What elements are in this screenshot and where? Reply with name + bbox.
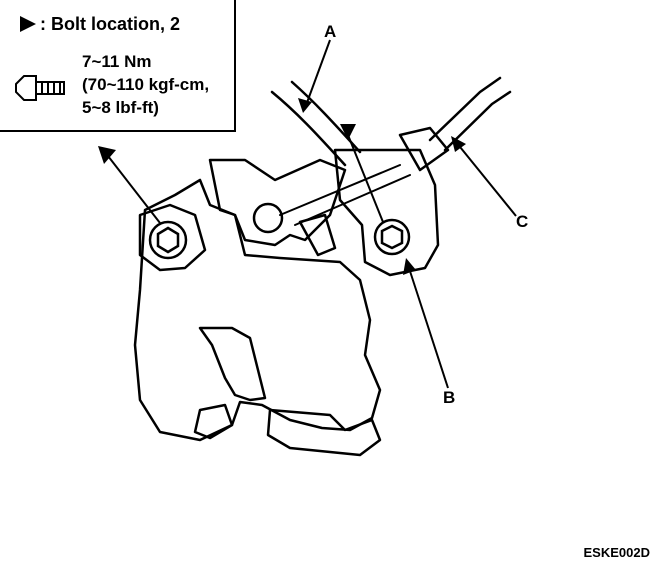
cable-a	[270, 90, 347, 167]
figure-code: ESKE002D	[583, 545, 650, 560]
torque-lbf: 5~8 lbf-ft)	[82, 98, 159, 117]
bolt-location-text: : Bolt location, 2	[40, 14, 181, 34]
latch-bottom-tab	[266, 408, 382, 457]
cable-c	[428, 76, 502, 142]
bolt-right-icon	[373, 218, 411, 256]
cable-a-edge	[290, 80, 362, 154]
leader-c	[455, 141, 517, 217]
latch-pivot	[252, 202, 284, 234]
linkage-rod-2	[294, 174, 411, 226]
triangle-marker-icon	[20, 16, 36, 32]
cable-c-edge	[443, 90, 512, 152]
bolt-marker-right-icon	[340, 124, 384, 223]
latch-left-bracket	[138, 203, 207, 272]
latch-lever	[298, 213, 337, 257]
leader-a-arrow	[298, 98, 312, 113]
latch-slot	[198, 326, 267, 402]
legend-box	[0, 0, 236, 132]
torque-spec: 7~11 Nm (70~110 kgf-cm, 5~8 lbf-ft)	[82, 50, 209, 119]
bolt-icon	[15, 75, 65, 101]
leader-b	[407, 264, 449, 389]
bolt-marker-left-icon	[98, 146, 161, 224]
callout-a: A	[324, 22, 337, 41]
latch-upper	[208, 158, 347, 247]
torque-kgf: (70~110 kgf-cm,	[82, 75, 210, 94]
leader-c-arrow	[451, 136, 466, 152]
latch-body	[133, 178, 382, 442]
callout-b: B	[443, 388, 456, 407]
latch-lower-clip	[193, 403, 234, 440]
callout-c: C	[516, 212, 529, 231]
bolt-location-label: : Bolt location, 2	[20, 14, 180, 35]
cable-c-end	[398, 126, 450, 172]
torque-nm: 7~11 Nm	[82, 52, 152, 71]
leader-a	[304, 39, 331, 109]
leader-b-arrow	[403, 258, 416, 275]
bolt-left-icon	[148, 220, 188, 260]
